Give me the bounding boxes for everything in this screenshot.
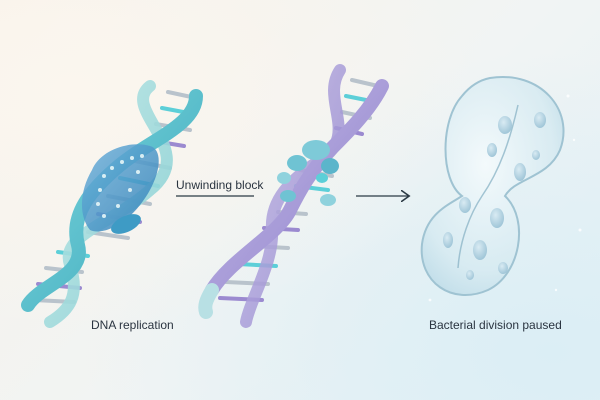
cell-sparkles xyxy=(428,94,582,302)
unwinding-block-label: Unwinding block xyxy=(176,178,264,192)
helix-middle-strand-back xyxy=(240,64,346,328)
cell-organelles xyxy=(443,112,546,280)
helix-middle-strand-front-tail xyxy=(198,283,219,319)
cell-membrane xyxy=(420,75,565,296)
cell-septum xyxy=(457,104,519,269)
unwinding-block-protein xyxy=(277,140,339,206)
bacterial-cell xyxy=(420,75,582,302)
helix-left-capsule xyxy=(111,214,141,234)
dna-replication-label: DNA replication xyxy=(91,318,174,332)
bacterial-division-label: Bacterial division paused xyxy=(429,318,562,332)
helix-middle-strand-front xyxy=(205,79,389,297)
helix-left-replication-fork xyxy=(81,144,159,232)
dna-helix-middle xyxy=(198,64,389,328)
dna-helix-left xyxy=(21,80,203,328)
helix-left-bubbles xyxy=(96,154,144,218)
